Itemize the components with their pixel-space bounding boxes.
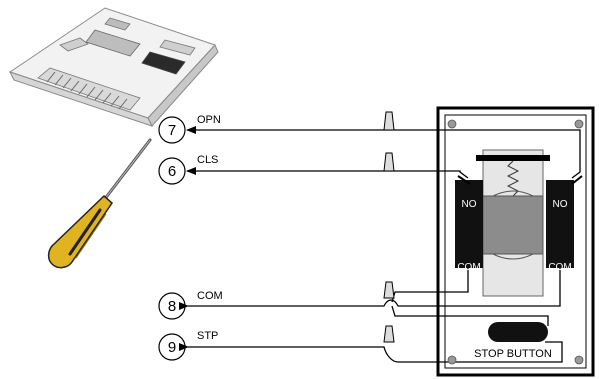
control-board-icon (8, 7, 219, 127)
wire-label-com: COM (197, 290, 223, 302)
wire-com-button (391, 305, 549, 326)
wire-stp (179, 341, 563, 363)
stop-button: STOP BUTTON (474, 322, 552, 360)
stop-button-enclosure (436, 106, 595, 377)
wire-label-stp: STP (197, 330, 218, 342)
terminal-number: 8 (168, 298, 176, 315)
wire-label-opn: OPN (197, 114, 221, 126)
terminal-number: 7 (168, 122, 176, 139)
right-contact-block: NO COM (546, 175, 583, 273)
wire-cls (186, 167, 469, 179)
terminal-number: 9 (168, 339, 176, 356)
screwdriver-icon (47, 138, 152, 269)
wire-com-left (391, 268, 469, 303)
terminal-6: 6 (158, 157, 186, 185)
stop-button-label: STOP BUTTON (474, 348, 552, 360)
right-com-label: COM (548, 262, 571, 273)
wire-label-cls: CLS (197, 154, 218, 166)
terminal-8: 8 (158, 292, 186, 320)
terminal-9: 9 (158, 333, 186, 361)
left-no-label: NO (462, 199, 477, 210)
terminal-number: 6 (168, 163, 176, 180)
wire-nut-icon (383, 111, 395, 343)
right-no-label: NO (553, 199, 568, 210)
left-com-label: COM (457, 262, 480, 273)
terminal-7: 7 (158, 116, 186, 144)
switch-mechanism (476, 149, 550, 297)
left-contact-block: NO COM (455, 175, 483, 273)
